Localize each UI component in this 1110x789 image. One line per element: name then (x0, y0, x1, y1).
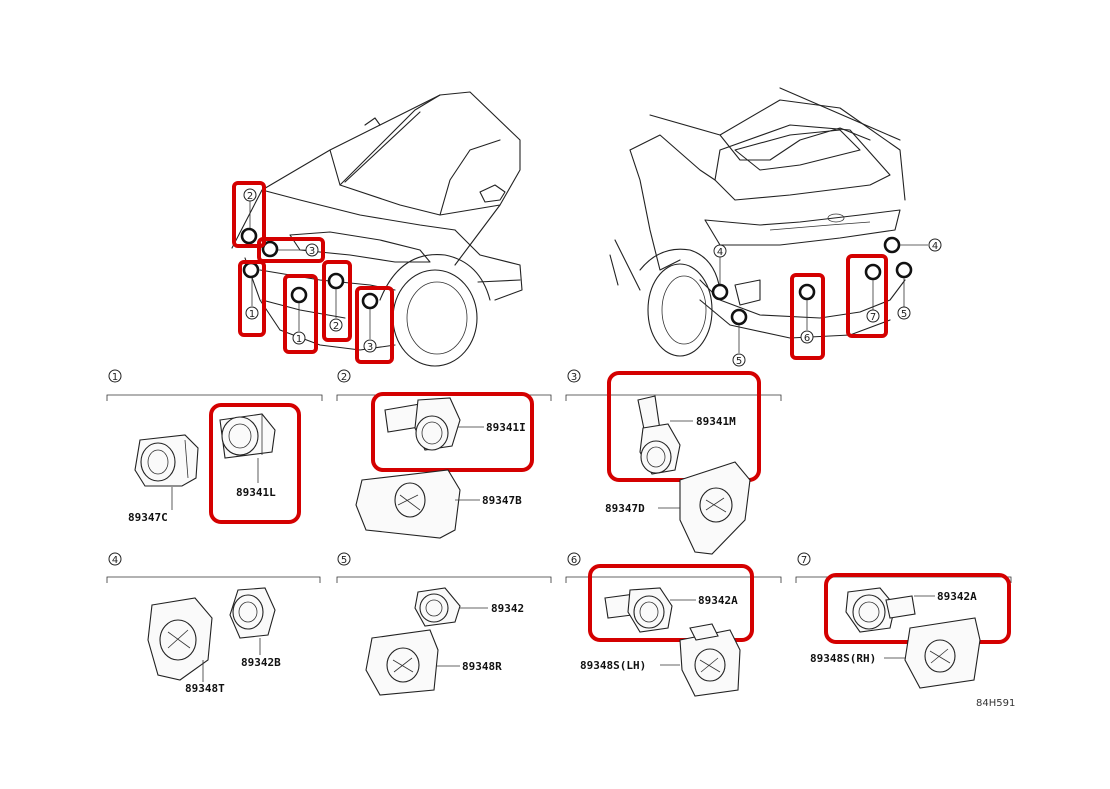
bracket-89348r (365, 629, 439, 696)
panel-number: 2 (341, 372, 347, 383)
bracket-89347b (355, 469, 461, 539)
part-number: 89342A (937, 590, 977, 603)
front-sensor-markers: 2 3 1 1 2 3 (240, 188, 379, 353)
part-number: 89342 (491, 602, 524, 615)
part-number: 89348R (462, 660, 502, 673)
bracket-89347c (134, 434, 199, 487)
sensor-89342a-lh (604, 587, 673, 633)
callout-label: 2 (333, 321, 339, 332)
panel-4: 4 89348T 89342B (106, 552, 321, 695)
callout-label: 3 (367, 342, 373, 353)
part-number: 89341I (486, 421, 526, 434)
callout-label: 6 (804, 333, 810, 344)
bracket-89348s-rh (904, 617, 981, 689)
panel-number: 6 (571, 555, 577, 566)
part-number: 89348S(LH) (580, 659, 646, 672)
panel-number: 3 (571, 372, 577, 383)
rear-car-view (609, 87, 906, 357)
panel-number: 7 (801, 555, 807, 566)
callout-label: 5 (901, 309, 907, 320)
sensor-89342a-rh (845, 587, 916, 633)
sensor-89341i (384, 397, 461, 451)
rear-highlight-boxes (790, 254, 888, 360)
sensor-89341m (637, 395, 681, 475)
sensor-89341l (219, 413, 276, 459)
part-number: 89342B (241, 656, 281, 669)
part-number: 89348S(RH) (810, 652, 876, 665)
panel-7: 7 89342A 89348S(RH) (795, 552, 1012, 689)
panel-2: 2 89341I 89347B (336, 369, 552, 539)
panel-5: 5 89342 89348R (336, 552, 552, 696)
callout-label: 7 (870, 312, 876, 323)
callout-label: 1 (249, 309, 255, 320)
panel-number: 1 (112, 372, 118, 383)
panel-number: 4 (112, 555, 118, 566)
part-number: 89342A (698, 594, 738, 607)
part-number: 89347D (605, 502, 645, 515)
panel-6: 6 89342A 89348S(LH) (565, 552, 782, 697)
bracket-89348t (147, 597, 213, 681)
front-highlight-boxes (232, 181, 394, 364)
callout-label: 1 (296, 334, 302, 345)
rear-sensor-markers: 4 5 6 7 4 5 (711, 236, 942, 367)
bracket-89347d (679, 461, 751, 555)
callout-label: 3 (309, 246, 315, 257)
diagram-code: 84H591 (976, 698, 1015, 709)
part-number: 89341L (236, 486, 276, 499)
panel-number: 5 (341, 555, 347, 566)
callout-label: 4 (717, 247, 723, 258)
sensor-89342 (414, 587, 461, 627)
callout-label: 5 (736, 356, 742, 367)
panel-3: 3 89341M 89347D (565, 369, 782, 555)
bracket-89348s-lh (679, 623, 741, 697)
part-number: 89347B (482, 494, 522, 507)
callout-label: 2 (247, 191, 253, 202)
front-car-view (231, 91, 523, 367)
panel-1: 1 89347C 89341L (106, 369, 323, 524)
callout-label: 4 (932, 241, 938, 252)
sensor-89342b (229, 587, 276, 639)
part-number: 89348T (185, 682, 225, 695)
part-number: 89347C (128, 511, 168, 524)
part-number: 89341M (696, 415, 736, 428)
